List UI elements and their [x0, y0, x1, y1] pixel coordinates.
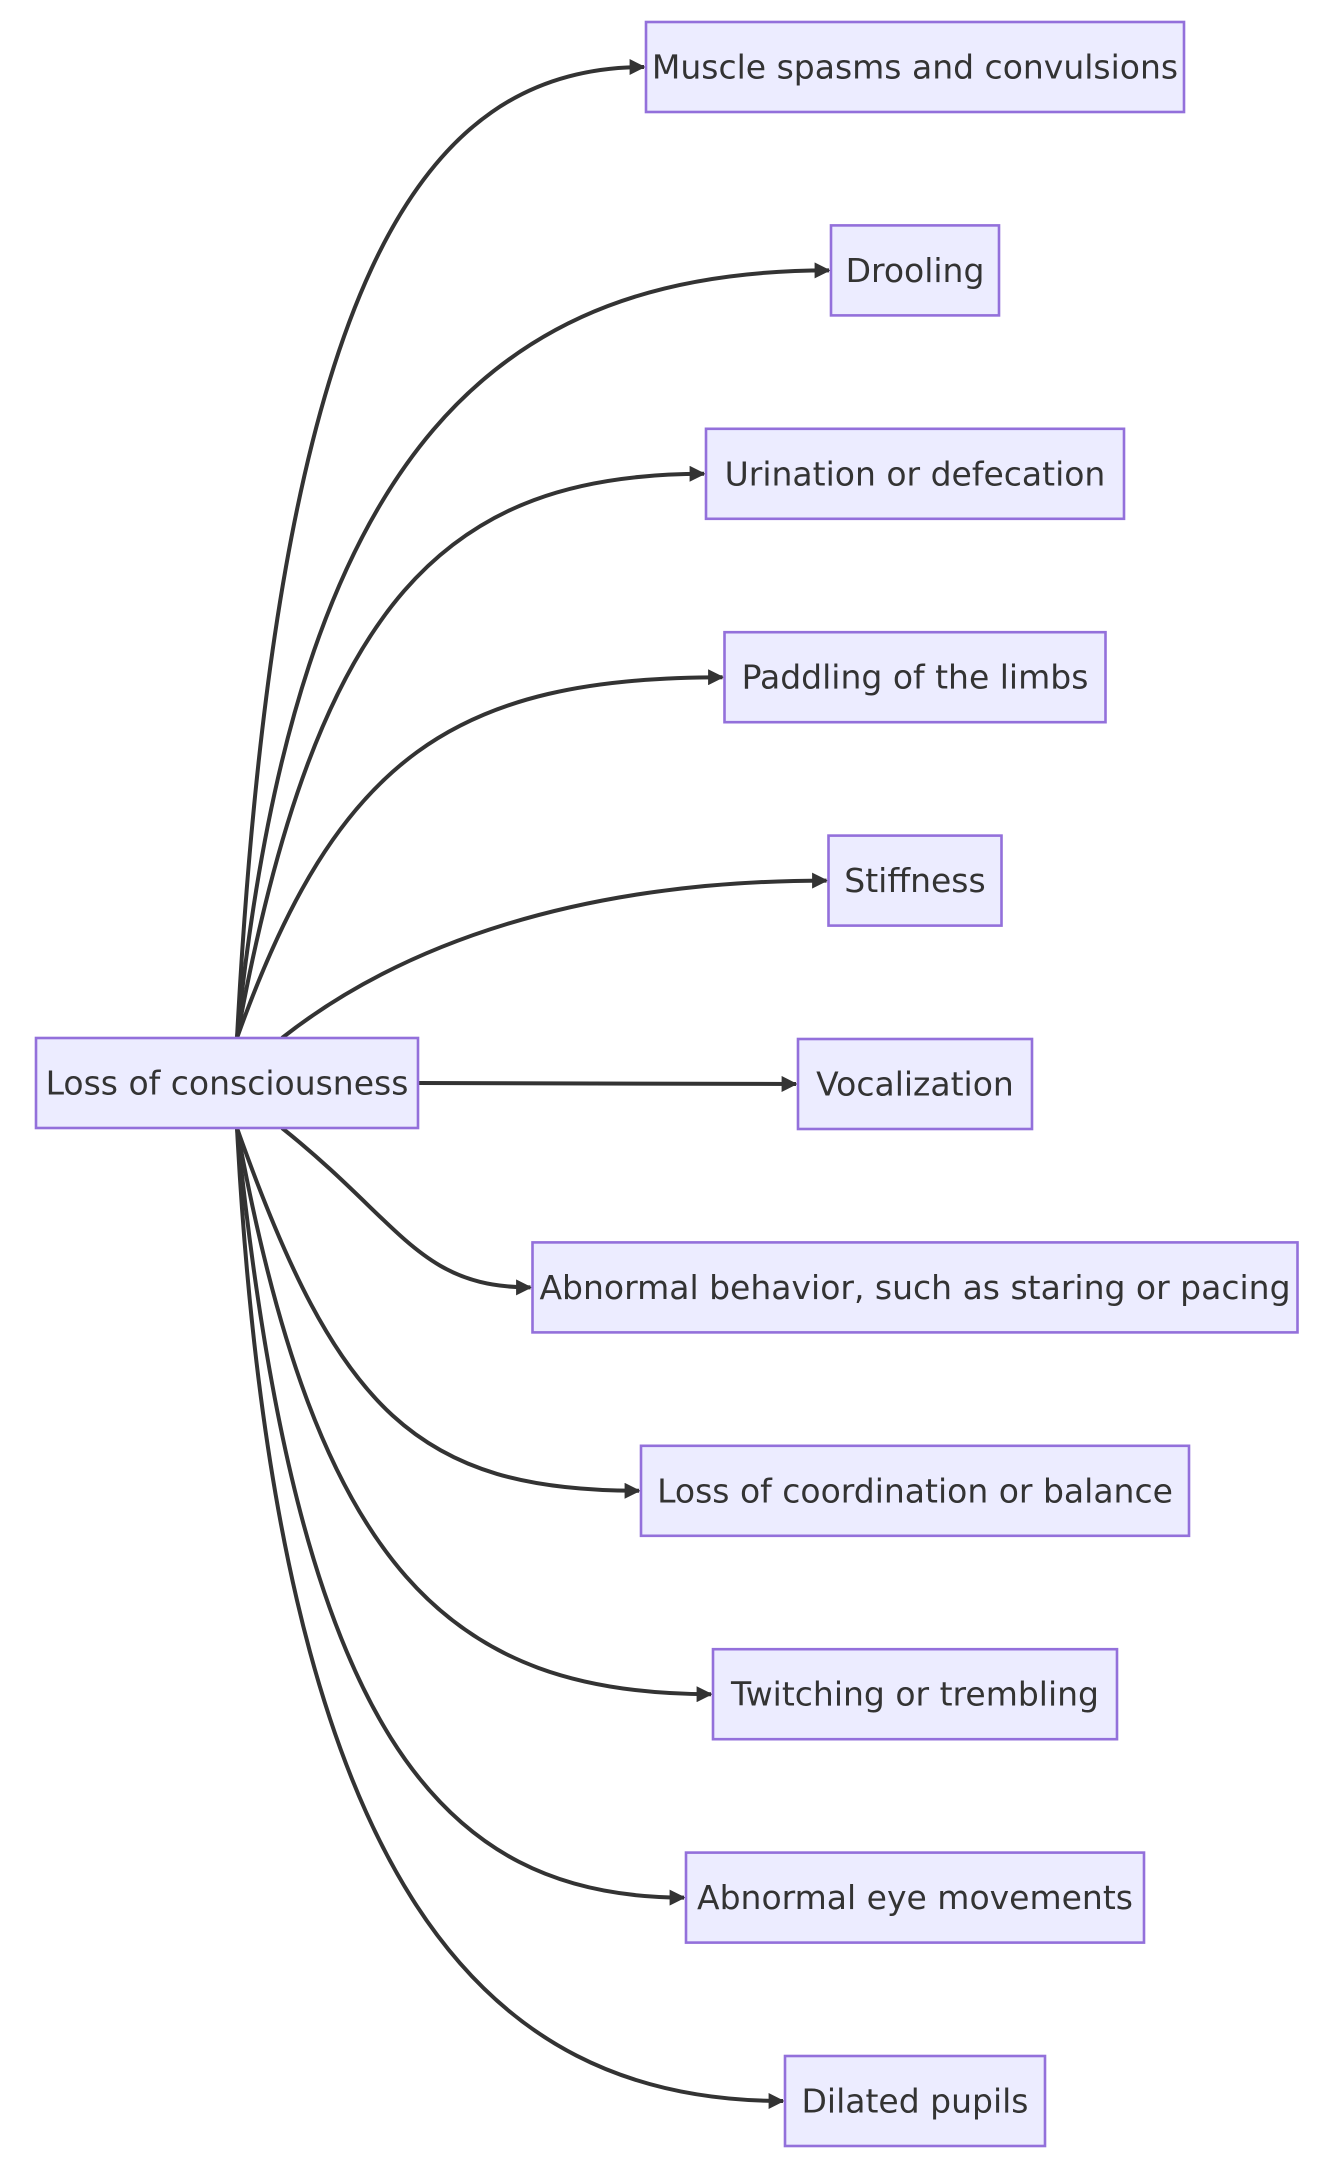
node-box [827, 834, 1003, 927]
node-drooling: Drooling [829, 224, 1001, 317]
node-pupils: Dilated pupils [783, 2054, 1047, 2148]
edge-loss-to-abnormal-behavior [280, 1126, 533, 1296]
edge-loss-to-urination [235, 465, 706, 1039]
edge-loss-to-eye-movements [235, 1127, 686, 1906]
node-box [829, 224, 1001, 317]
nodes: Loss of consciousness Muscle spasms and c… [34, 20, 1299, 2148]
node-box [644, 20, 1186, 114]
node-loss: Loss of consciousness [34, 1036, 420, 1130]
node-spasms: Muscle spasms and convulsions [644, 20, 1186, 114]
node-abnormal-behavior: Abnormal behavior, such as staring or pa… [531, 1241, 1299, 1334]
edge-loss-to-twitching [235, 1127, 713, 1703]
edge-loss-to-spasms [235, 59, 646, 1039]
node-box [723, 630, 1107, 724]
edges [235, 59, 831, 2109]
node-label: Urination or defecation [725, 454, 1106, 493]
node-box [34, 1036, 420, 1130]
node-box [704, 427, 1126, 521]
node-box [639, 1444, 1191, 1538]
edge-loss-to-coordination [235, 1127, 641, 1499]
edge-loss-to-vocalization [417, 1075, 798, 1092]
node-label: Paddling of the limbs [742, 658, 1089, 697]
node-box [684, 1851, 1146, 1944]
node-urination: Urination or defecation [704, 427, 1126, 521]
edge-loss-to-drooling [235, 262, 831, 1039]
edge-loss-to-paddling [235, 669, 725, 1039]
node-coordination: Loss of coordination or balance [639, 1444, 1191, 1538]
node-label: Abnormal eye movements [697, 1878, 1133, 1917]
node-box [783, 2054, 1047, 2148]
node-label: Stiffness [844, 861, 985, 900]
node-label: Loss of coordination or balance [657, 1471, 1173, 1510]
node-box [711, 1647, 1119, 1741]
node-label: Drooling [846, 251, 985, 290]
edge-loss-to-pupils [235, 1127, 785, 2109]
node-box [796, 1037, 1034, 1131]
node-eye-movements: Abnormal eye movements [684, 1851, 1146, 1944]
node-label: Muscle spasms and convulsions [652, 48, 1178, 87]
node-twitching: Twitching or trembling [711, 1647, 1119, 1741]
node-label: Vocalization [816, 1065, 1014, 1104]
node-label: Dilated pupils [802, 2082, 1029, 2121]
node-stiffness: Stiffness [827, 834, 1003, 927]
edge-loss-to-stiffness [280, 872, 829, 1040]
node-box [531, 1241, 1299, 1334]
node-label: Abnormal behavior, such as staring or pa… [539, 1268, 1290, 1307]
node-paddling: Paddling of the limbs [723, 630, 1107, 724]
node-label: Twitching or trembling [730, 1675, 1099, 1714]
node-vocalization: Vocalization [796, 1037, 1034, 1131]
node-label: Loss of consciousness [46, 1064, 409, 1103]
